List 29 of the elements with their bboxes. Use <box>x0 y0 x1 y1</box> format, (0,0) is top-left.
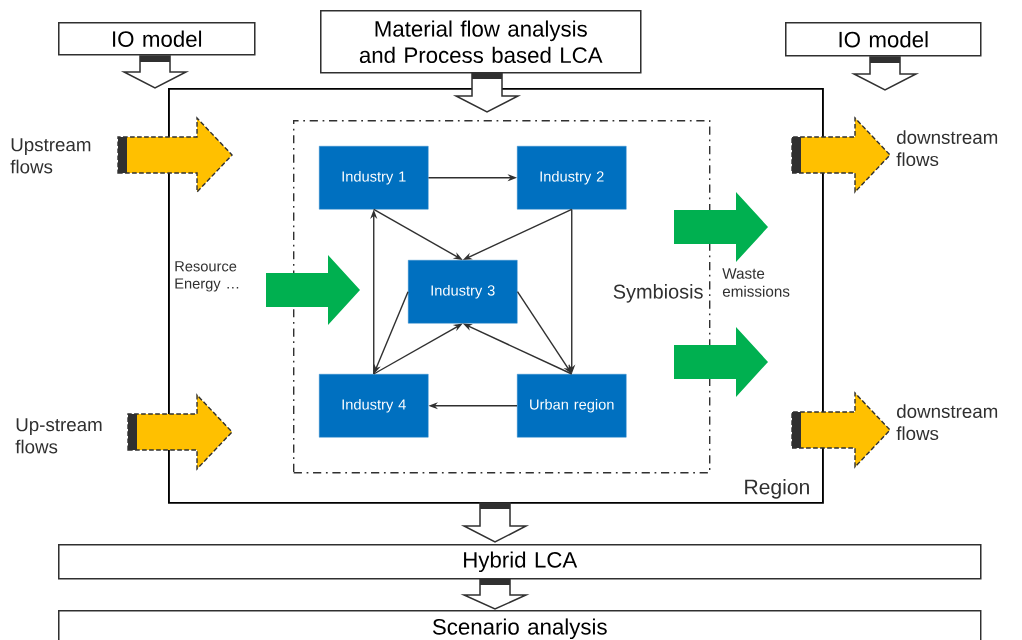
block-arrow <box>452 72 522 113</box>
industry-box: Urban region <box>517 374 627 438</box>
block-arrow <box>460 578 530 610</box>
process-box: IO model <box>785 22 982 57</box>
block-arrow <box>791 116 891 194</box>
flow-label: downstream flows <box>896 130 998 167</box>
process-box: IO model <box>58 22 256 56</box>
industry-box: Industry 2 <box>517 146 627 210</box>
block-arrow <box>850 56 920 91</box>
industry-box: Industry 1 <box>319 146 429 210</box>
flow-label: Resource Energy … <box>175 261 239 292</box>
industry-box: Industry 4 <box>319 374 429 438</box>
block-arrow <box>460 502 530 543</box>
industry-box: Industry 3 <box>408 260 518 324</box>
process-box: Hybrid LCA <box>58 544 982 580</box>
block-arrow <box>266 255 360 325</box>
flow-label: downstream flows <box>896 404 998 441</box>
text-label: Waste emissions <box>722 268 790 297</box>
block-arrow <box>791 391 891 469</box>
block-arrow <box>674 192 768 262</box>
block-arrow <box>120 55 190 89</box>
arrow <box>516 291 572 374</box>
flow-label: Up-stream flows <box>15 418 102 454</box>
block-arrow <box>127 393 233 471</box>
block-arrow <box>117 116 233 194</box>
flow-label: Upstream flows <box>10 138 91 174</box>
block-arrow <box>674 327 768 397</box>
process-box: Material flow analysis and Process based LCA <box>320 10 642 74</box>
process-box: Scenario analysis <box>58 610 982 640</box>
